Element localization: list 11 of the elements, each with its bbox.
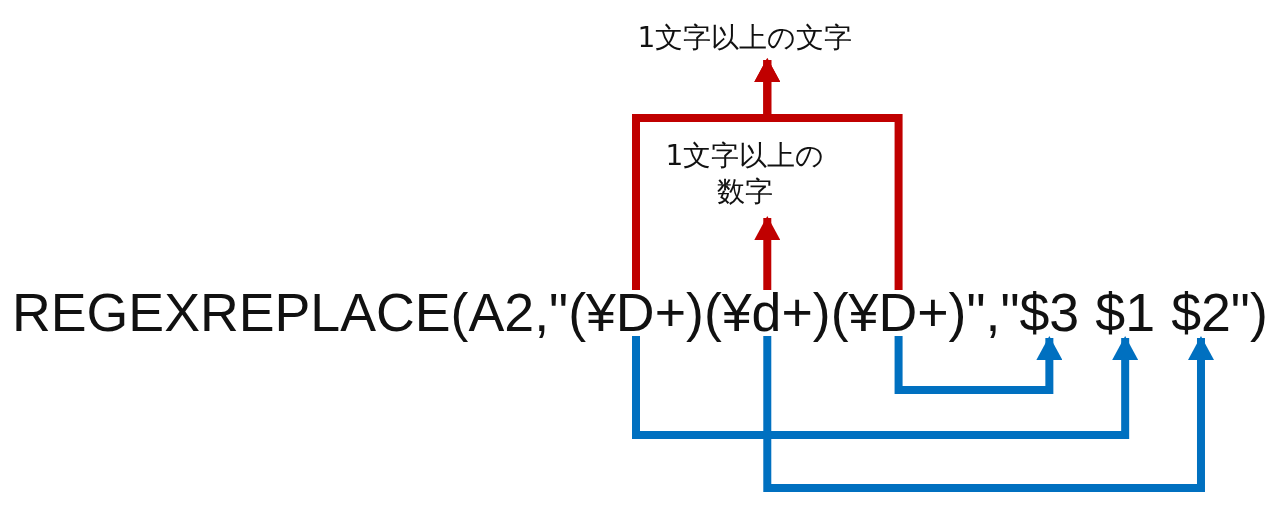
note-text: 1文字以上の文字 [595,20,895,56]
formula-text: "," [966,282,1020,342]
formula-part: $2 [1171,282,1231,342]
formula-part: $3 [1019,282,1080,342]
formula-text: ") [1230,282,1268,342]
formula-part: (¥D+) [568,282,704,342]
formula-text: REGEXREPLACE(A2," [12,282,569,342]
formula-part: $1 [1095,282,1156,342]
note-text: 1文字以上の数字 [660,138,830,210]
formula-part: (¥D+) [830,282,967,342]
formula-part: (¥d+) [703,282,831,342]
